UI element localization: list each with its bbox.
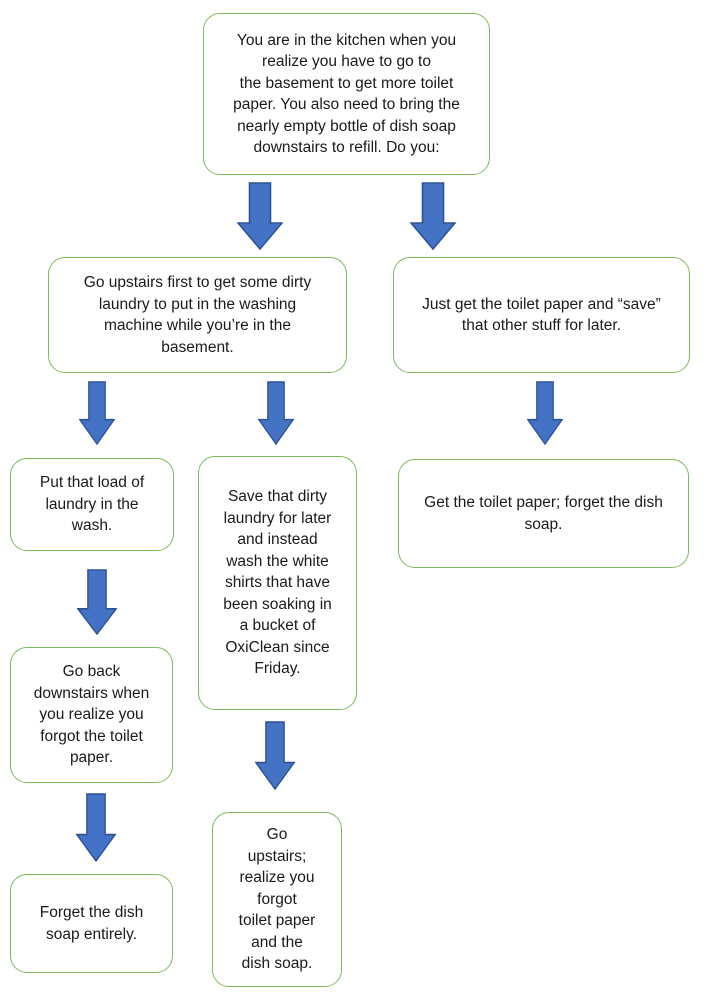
- down-arrow-icon: [410, 182, 456, 250]
- node-laundry-first-text: Go upstairs first to get some dirty laun…: [83, 274, 312, 356]
- down-arrow-icon: [76, 793, 116, 862]
- down-arrow-icon: [258, 381, 294, 445]
- arrow-wash-whites-to-go-up-forgot: [255, 721, 295, 790]
- node-tp-only-text: Just get the toilet paper and “save” tha…: [422, 295, 661, 335]
- flowchart-node-start: You are in the kitchen when you realize …: [203, 13, 490, 175]
- node-go-up-forgot-text: Go upstairs; realize you forgot toilet p…: [238, 826, 316, 973]
- node-start-text: You are in the kitchen when you realize …: [233, 31, 460, 157]
- arrow-start-to-tp-only: [410, 182, 456, 250]
- down-arrow-icon: [79, 381, 115, 445]
- flowchart-node-get-tp: Get the toilet paper; forget the dish so…: [398, 459, 689, 568]
- flowchart-node-wash-load: Put that load of laundry in the wash.: [10, 458, 174, 551]
- down-arrow-icon: [527, 381, 563, 445]
- node-go-back-text: Go back downstairs when you realize you …: [33, 663, 150, 767]
- flowchart-node-forget-soap: Forget the dish soap entirely.: [10, 874, 173, 973]
- arrow-laundry-first-to-wash-load: [79, 381, 115, 445]
- down-arrow-icon: [77, 569, 117, 635]
- node-get-tp-text: Get the toilet paper; forget the dish so…: [424, 494, 663, 533]
- down-arrow-icon: [237, 182, 283, 250]
- arrow-start-to-laundry-first: [237, 182, 283, 250]
- flowchart-node-laundry-first: Go upstairs first to get some dirty laun…: [48, 257, 347, 373]
- arrow-tp-only-to-get-tp: [527, 381, 563, 445]
- arrow-go-back-to-forget-soap: [76, 793, 116, 862]
- node-wash-whites-text: Save that dirty laundry for later and in…: [223, 488, 332, 678]
- arrow-wash-load-to-go-back: [77, 569, 117, 635]
- arrow-laundry-first-to-wash-whites: [258, 381, 294, 445]
- down-arrow-icon: [255, 721, 295, 790]
- node-forget-soap-text: Forget the dish soap entirely.: [39, 904, 144, 943]
- flowchart-node-go-back: Go back downstairs when you realize you …: [10, 647, 173, 783]
- flowchart-node-wash-whites: Save that dirty laundry for later and in…: [198, 456, 357, 710]
- flowchart-node-tp-only: Just get the toilet paper and “save” tha…: [393, 257, 690, 373]
- node-wash-load-text: Put that load of laundry in the wash.: [39, 474, 145, 535]
- flowchart-node-go-up-forgot: Go upstairs; realize you forgot toilet p…: [212, 812, 342, 987]
